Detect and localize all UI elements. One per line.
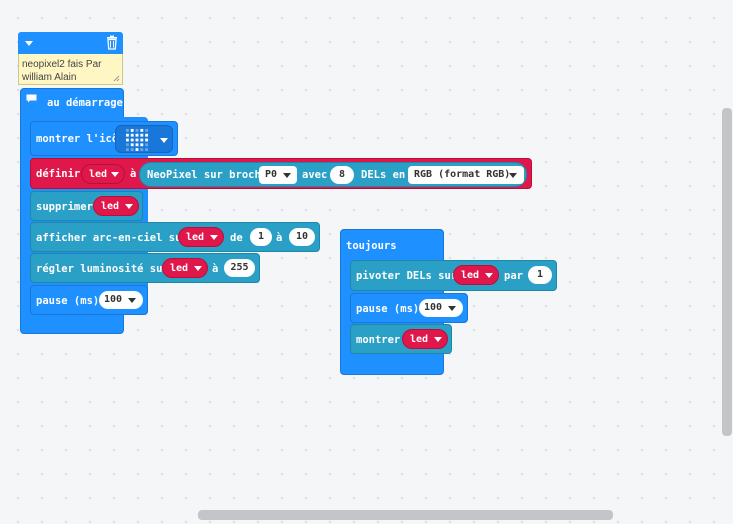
variable-name: led xyxy=(170,263,189,274)
chevron-down-icon xyxy=(283,173,291,178)
brightness-block[interactable]: régler luminosité sur led à 255 xyxy=(30,253,260,283)
icon-picker[interactable] xyxy=(115,125,173,153)
pin-dropdown[interactable]: P0 xyxy=(259,166,297,184)
chevron-down-icon xyxy=(210,235,218,240)
neopixel-create-block[interactable]: NeoPixel sur broche P0 avec 8 DELs en RG… xyxy=(139,162,527,187)
variable-name: led xyxy=(410,334,429,345)
resize-handle-icon[interactable] xyxy=(113,75,120,82)
vertical-scrollbar[interactable] xyxy=(722,108,732,436)
show-strip-block[interactable]: montrer led xyxy=(350,324,452,354)
from-input[interactable]: 1 xyxy=(250,228,272,246)
chevron-down-icon xyxy=(448,306,456,311)
to-label: à xyxy=(130,168,137,180)
variable-name: led xyxy=(186,232,205,243)
variable-dropdown[interactable]: led xyxy=(453,265,499,285)
show-icon-block[interactable]: montrer l'icône xyxy=(30,121,178,156)
neopixel-label: NeoPixel sur broche xyxy=(147,169,268,181)
to-label: à xyxy=(276,232,283,244)
pause-value: 100 xyxy=(424,302,443,313)
with-label: avec xyxy=(302,169,328,181)
variable-dropdown[interactable]: led xyxy=(93,196,139,216)
rotate-label: pivoter DELs sur xyxy=(356,270,458,282)
rotate-input[interactable]: 1 xyxy=(528,266,552,284)
variable-dropdown[interactable]: led xyxy=(162,258,208,278)
to-input[interactable]: 10 xyxy=(289,228,315,246)
leds-in-label: DELs en xyxy=(361,169,406,181)
chevron-down-icon xyxy=(125,204,133,209)
pause-label: pause (ms) xyxy=(356,303,420,315)
pause-block[interactable]: pause (ms) 100 xyxy=(30,285,148,315)
variable-dropdown[interactable]: led xyxy=(402,329,448,349)
variable-name: led xyxy=(461,270,480,281)
clear-label: supprimer xyxy=(36,201,93,213)
collapse-comment-icon[interactable] xyxy=(25,41,33,46)
num-leds-input[interactable]: 8 xyxy=(330,166,354,184)
pause-dropdown[interactable]: 100 xyxy=(419,299,463,317)
comment-icon[interactable] xyxy=(26,94,37,103)
pause-block[interactable]: pause (ms) 100 xyxy=(350,293,468,323)
variable-dropdown[interactable]: led xyxy=(178,227,224,247)
horizontal-scrollbar[interactable] xyxy=(198,510,613,520)
trash-icon[interactable] xyxy=(106,35,118,50)
variable-name: led xyxy=(101,201,120,212)
comment-text[interactable]: neopixel2 fais Par william Alain xyxy=(18,54,123,85)
set-label: définir xyxy=(36,168,81,180)
mode-dropdown[interactable]: RGB (format RGB) xyxy=(408,166,524,184)
by-label: par xyxy=(504,270,523,282)
pause-dropdown[interactable]: 100 xyxy=(99,291,143,309)
brightness-label: régler luminosité sur xyxy=(36,263,169,275)
chevron-down-icon xyxy=(434,337,442,342)
variable-name: led xyxy=(89,169,108,180)
on-start-label: au démarrage xyxy=(47,97,123,109)
pause-value: 100 xyxy=(104,294,123,305)
from-label: de xyxy=(230,232,243,244)
heart-icon xyxy=(125,128,149,152)
pause-label: pause (ms) xyxy=(36,295,100,307)
rotate-block[interactable]: pivoter DELs sur led par 1 xyxy=(350,260,557,291)
comment-header[interactable] xyxy=(18,32,123,54)
rainbow-label: afficher arc-en-ciel sur xyxy=(36,232,188,244)
to-label: à xyxy=(212,263,219,275)
set-strip-block[interactable]: définir led à NeoPixel sur broche P0 ave… xyxy=(30,158,532,189)
comment-line: william Alain xyxy=(22,72,77,83)
show-label: montrer xyxy=(356,334,401,346)
chevron-down-icon xyxy=(111,172,119,177)
variable-dropdown[interactable]: led xyxy=(81,164,125,184)
chevron-down-icon xyxy=(485,273,493,278)
comment-line: neopixel2 fais Par xyxy=(22,59,102,70)
brightness-input[interactable]: 255 xyxy=(224,259,255,277)
chevron-down-icon xyxy=(194,266,202,271)
pin-value: P0 xyxy=(265,169,278,180)
chevron-down-icon xyxy=(128,298,136,303)
clear-block[interactable]: supprimer led xyxy=(30,191,143,221)
rainbow-block[interactable]: afficher arc-en-ciel sur led de 1 à 10 xyxy=(30,222,320,252)
forever-label: toujours xyxy=(346,240,397,252)
chevron-down-icon xyxy=(160,138,168,143)
show-icon-label: montrer l'icône xyxy=(36,133,131,145)
mode-value: RGB (format RGB) xyxy=(414,169,511,180)
chevron-down-icon xyxy=(509,173,517,178)
